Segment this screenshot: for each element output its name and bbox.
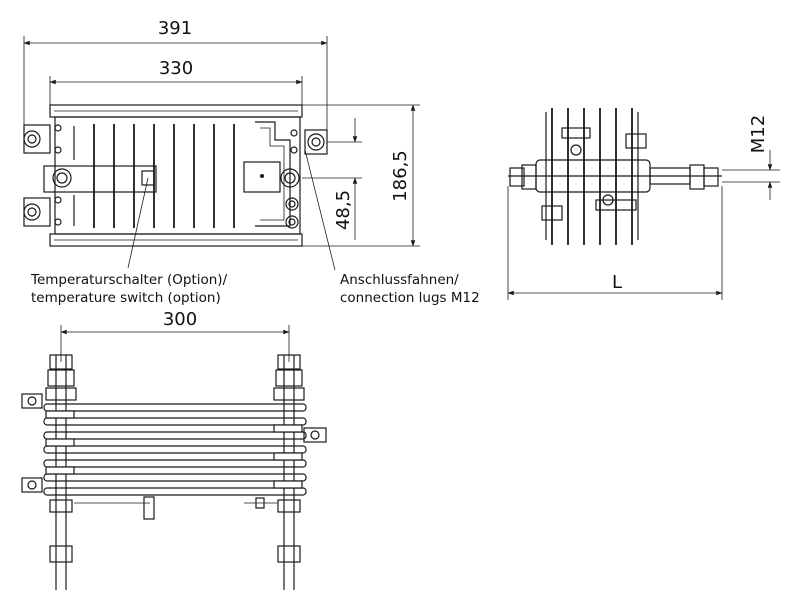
dim-186-5: 186,5 xyxy=(390,150,411,202)
top-view xyxy=(23,36,420,271)
lugs-label-en: connection lugs M12 xyxy=(340,290,480,306)
dim-48-5: 48,5 xyxy=(333,190,354,230)
dim-330: 330 xyxy=(159,58,193,79)
temp-switch-label-en: temperature switch (option) xyxy=(31,290,221,306)
plates xyxy=(545,108,639,245)
dim-l: L xyxy=(612,272,622,293)
dim-391: 391 xyxy=(158,18,192,39)
side-view xyxy=(507,108,780,300)
front-view xyxy=(21,325,327,590)
front-plates xyxy=(43,403,307,496)
fins xyxy=(73,124,235,228)
dim-300: 300 xyxy=(163,309,197,330)
lugs-label-de: Anschlussfahnen/ xyxy=(340,272,459,288)
dim-m12: M12 xyxy=(748,115,769,153)
temp-switch-label-de: Temperaturschalter (Option)/ xyxy=(30,272,228,288)
